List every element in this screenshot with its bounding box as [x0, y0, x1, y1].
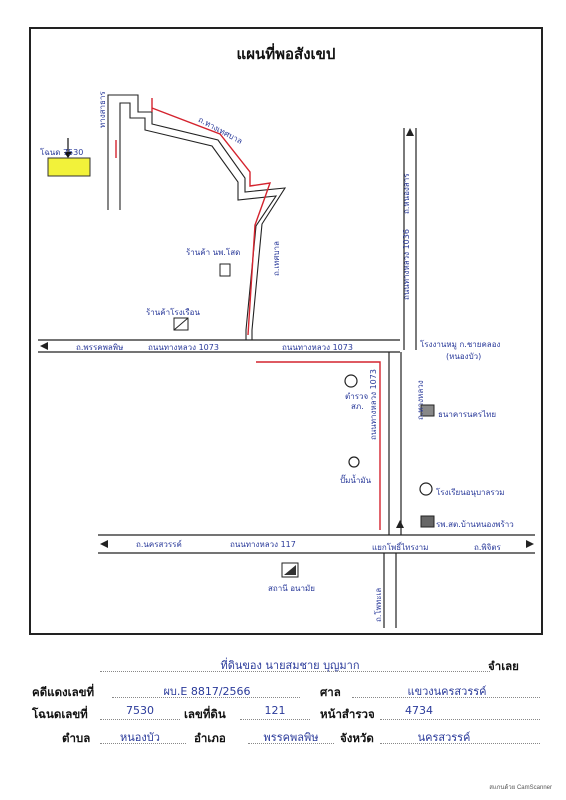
winding-road-outer — [107, 94, 287, 340]
hw117-arrow-right — [526, 540, 534, 548]
label-top-road-left: ทางสาธาร — [98, 91, 107, 128]
label-hw1-name-right: ถนนทางหลวง 1073 — [282, 343, 353, 352]
label-mid-road: ถนนทางหลวง 1073 — [369, 369, 378, 440]
label-bank: ธนาคารนครไทย — [438, 410, 497, 419]
school-icon — [419, 482, 433, 496]
label-office: สถานี อนามัย — [268, 584, 315, 593]
province-label: จังหวัด — [340, 733, 374, 745]
label-police-sub: สภ. — [351, 402, 364, 411]
label-school: โรงเรียนอนุบาลรวม — [436, 488, 505, 497]
deed-label: โฉนดเลขที่ — [32, 709, 88, 721]
police-icon — [344, 374, 358, 388]
winding-road-inner — [119, 102, 278, 340]
label-bottom-road: ถ.โพทะเล — [374, 587, 383, 622]
court-value: แขวงนครสวรรค์ — [407, 685, 487, 698]
label-hw2-right: ถ.พิจิตร — [474, 543, 501, 552]
label-lane-down: ถ.เทศบาล — [272, 241, 281, 276]
label-hw1036-short: ถ.หนองสาร — [402, 173, 411, 214]
label-hw1-left-road: ถ.พรรคพลพิษ — [76, 343, 124, 352]
label-hw2-name: ถนนทางหลวง 117 — [230, 540, 296, 549]
map-frame — [29, 27, 543, 635]
label-crossroad: แยกโพธิ์ไทรงาม — [372, 543, 429, 552]
hw1036-arrow — [406, 128, 414, 136]
label-intersection: โรงงานหมู ก.ชายคลอง — [420, 340, 501, 349]
land-plot — [47, 157, 91, 177]
hw1073-arrow-left — [40, 342, 48, 350]
route-upper — [151, 107, 272, 336]
map-title: แผนที่พอสังเขป — [236, 46, 336, 63]
land-no-value: 121 — [264, 704, 286, 717]
label-plot-deed: โฉนด 7530 — [40, 148, 84, 157]
plot-arrow-head — [64, 152, 72, 158]
scanner-watermark: สแกนด้วย CamScanner — [489, 785, 552, 791]
hospital-icon — [420, 515, 435, 528]
province-value: นครสวรรค์ — [417, 731, 471, 744]
gas-station-icon — [348, 456, 360, 468]
label-mid-road-sub: ถ.ทางหลวง — [416, 380, 425, 420]
label-intersection-sub: (หนองบัว) — [446, 352, 482, 361]
label-shop: ร้านค้าโรงเรือน — [146, 308, 200, 317]
owner-name: ที่ดินของ นายสมชาย บุญมาก — [220, 659, 360, 672]
bank-icon — [420, 404, 435, 417]
mid-road-arrow — [396, 520, 404, 528]
deed-value: 7530 — [126, 704, 154, 717]
district-value: พรรคพลพิษ — [263, 731, 319, 744]
subdistrict-value: หนองบัว — [120, 731, 160, 744]
label-hw1036: ถนนทางหลวง 1036 — [402, 229, 411, 300]
survey-value: 4734 — [405, 704, 433, 717]
temple-icon — [219, 263, 231, 277]
subdistrict-label: ตำบล — [62, 733, 91, 745]
owner-suffix: จำเลย — [488, 661, 519, 673]
label-hw2-left: ถ.นครสวรรค์ — [136, 540, 182, 549]
label-temple: ร้านค้า นพ.โสด — [186, 248, 241, 257]
label-police: ตำรวจ — [345, 392, 369, 401]
case-label: คดีแดงเลขที่ — [32, 687, 95, 699]
case-value: ผบ.E 8817/2566 — [163, 685, 251, 698]
label-gas: ปั๊มน้ำมัน — [340, 476, 372, 485]
district-label: อำเภอ — [194, 733, 226, 745]
survey-label: หน้าสำรวจ — [320, 709, 375, 721]
label-hw1-name-left: ถนนทางหลวง 1073 — [148, 343, 219, 352]
court-label: ศาล — [320, 687, 341, 699]
label-hospital: รพ.สต.บ้านหนองพร้าว — [436, 520, 514, 529]
route-lower — [256, 361, 381, 530]
land-no-label: เลขที่ดิน — [184, 709, 226, 721]
hw117-arrow-left — [100, 540, 108, 548]
